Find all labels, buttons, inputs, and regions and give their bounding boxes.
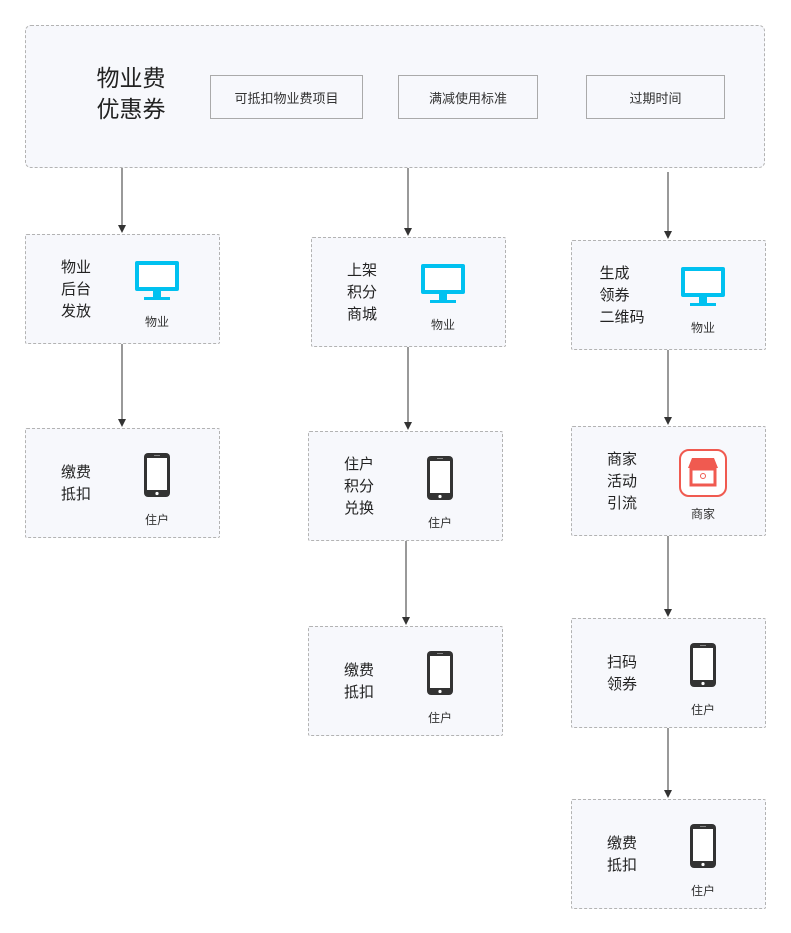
node-text: 商家 活动 引流 (606, 450, 637, 512)
node-role-label: 物业 (430, 318, 455, 332)
flow-node: 上架 积分 商城物业 (311, 237, 506, 347)
node-role-label: 住户 (427, 516, 452, 530)
node-text: 缴费 抵扣 (60, 463, 91, 503)
tag-expiry: 过期时间 (586, 75, 725, 119)
coupon-header-box: 物业费 优惠券 可抵扣物业费项目 满减使用标准 过期时间 (25, 25, 765, 168)
node-role-label: 住户 (690, 703, 715, 717)
node-role-label: 商家 (690, 507, 715, 521)
flow-node: 扫码 领券住户 (571, 618, 766, 728)
node-text: 物业 后台 发放 (60, 258, 91, 320)
flow-node: 生成 领券 二维码物业 (571, 240, 766, 350)
tag-deductible-items: 可抵扣物业费项目 (210, 75, 363, 119)
node-role-label: 物业 (690, 321, 715, 335)
monitor-icon (132, 257, 182, 305)
flow-node: 商家 活动 引流商家 (571, 426, 766, 536)
flow-node: 住户 积分 兑换住户 (308, 431, 503, 541)
flow-node: 物业 后台 发放物业 (25, 234, 220, 344)
node-text: 扫码 领券 (606, 653, 637, 693)
phone-icon (415, 649, 465, 697)
flow-node: 缴费 抵扣住户 (25, 428, 220, 538)
shop-icon (678, 449, 728, 497)
phone-icon (678, 822, 728, 870)
node-role-label: 物业 (144, 315, 169, 329)
node-role-label: 住户 (427, 711, 452, 725)
phone-icon (678, 641, 728, 689)
node-text: 缴费 抵扣 (606, 834, 637, 874)
node-text: 住户 积分 兑换 (343, 455, 374, 517)
node-text: 缴费 抵扣 (343, 661, 374, 701)
phone-icon (415, 454, 465, 502)
node-role-label: 住户 (690, 884, 715, 898)
node-role-label: 住户 (144, 513, 169, 527)
diagram-title: 物业费 优惠券 (96, 66, 166, 123)
tag-threshold: 满减使用标准 (398, 75, 538, 119)
flow-node: 缴费 抵扣住户 (571, 799, 766, 909)
monitor-icon (678, 263, 728, 311)
node-text: 上架 积分 商城 (346, 261, 377, 323)
phone-icon (132, 451, 182, 499)
flow-node: 缴费 抵扣住户 (308, 626, 503, 736)
node-text: 生成 领券 二维码 (599, 264, 645, 326)
monitor-icon (418, 260, 468, 308)
